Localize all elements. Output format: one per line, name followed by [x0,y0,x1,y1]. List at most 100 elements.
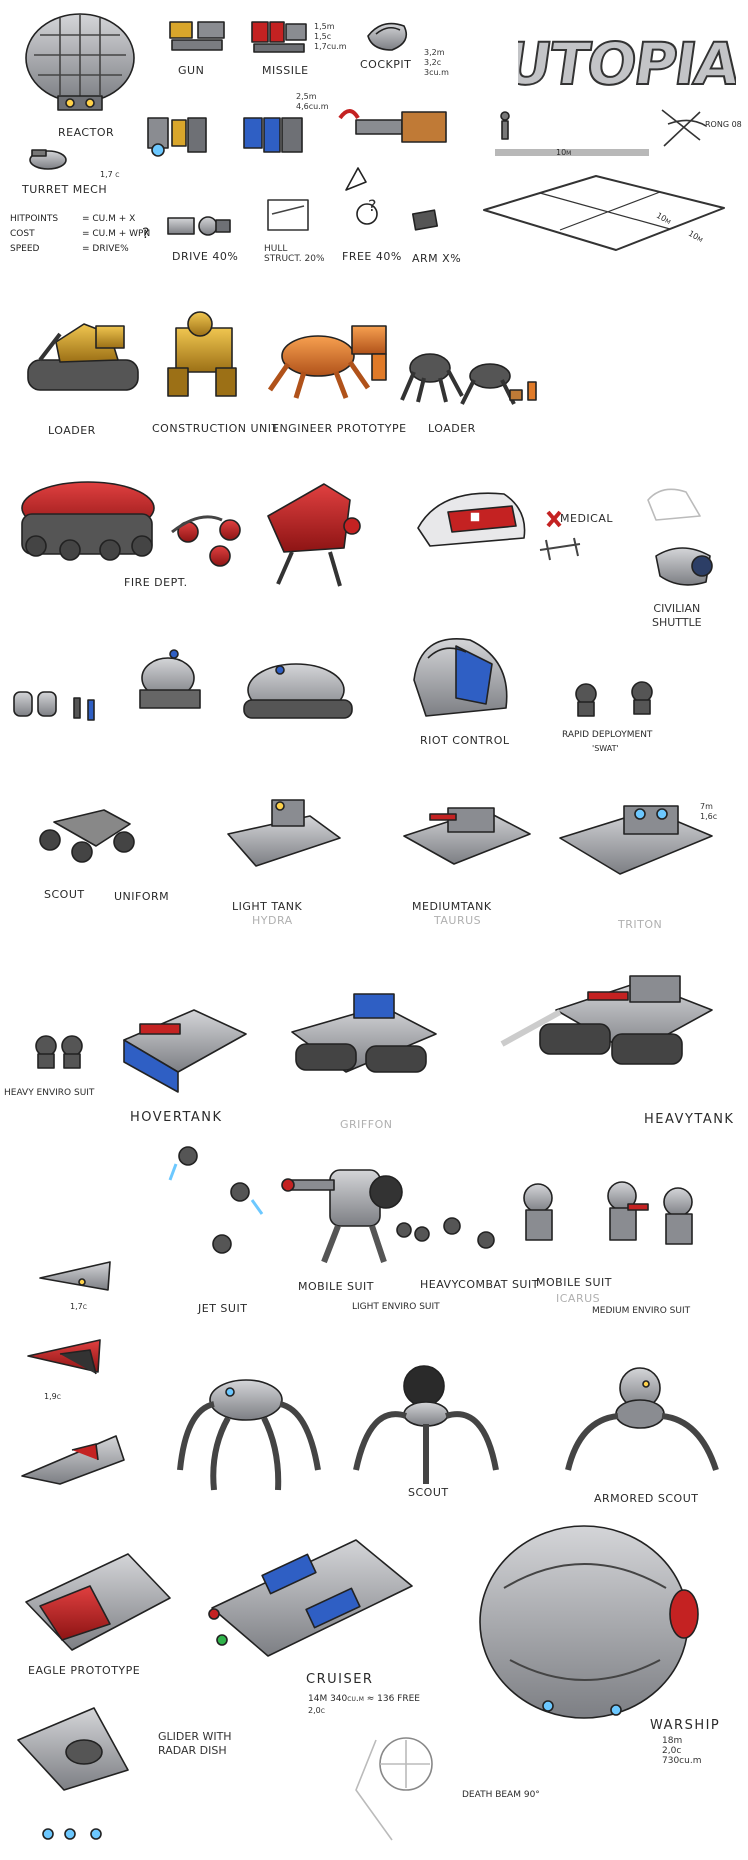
jet-suit-sprite [168,1146,264,1254]
label-hovertank: HOVERTANK [130,1110,223,1125]
civilian-shuttle-sprite [647,488,713,586]
label-scout-2: SCOUT [408,1486,449,1499]
label-light-enviro-suit: LIGHT ENVIRO SUIT [352,1302,440,1312]
label-scout-1: SCOUT [44,888,85,901]
swat-suits-sprite [575,681,653,717]
triton-tank-sprite [559,805,713,875]
ship-white-sprite [21,1435,125,1485]
label-cruiser: CRUISER [306,1672,374,1687]
medical-vehicle-sprite [417,492,526,547]
label-loader-2: LOADER [428,422,476,435]
heavy-tank-sprite [500,975,713,1065]
scout-walker-sprite [353,1365,499,1484]
engineer-prototype-sprite [267,325,387,399]
label-hydra: HYDRA [252,914,293,927]
label-mobile-suit-1: MOBILE SUIT [298,1280,375,1293]
label-drive: DRIVE 40% [172,250,239,263]
stat-row: SPEED= DRIVE% [10,244,129,254]
label-death-beam: DEATH BEAM 90° [462,1790,540,1800]
drive-sprite [167,216,231,236]
ship-red-sprite [27,1339,101,1375]
label-glider: GLIDER WITH RADAR DISH [158,1730,232,1757]
stretcher-sprite [539,537,581,561]
griffon-tank-sprite [291,993,437,1073]
utopia-logo: UTOPIA [518,29,736,99]
scout-buggy-sprite [39,809,135,863]
label-engineer-prototype: ENGINEER PROTOTYPE [272,422,407,435]
label-missile: MISSILE [262,64,309,77]
hull-sprite [267,199,309,231]
turret-cost: 1,7 c [100,170,120,179]
label-heavy-combat-suit: HEAVYCOMBAT SUIT [420,1278,539,1291]
mobile-suit-sprite [281,1169,403,1264]
pods-sprite [13,691,95,721]
label-medical: MEDICAL [560,512,613,525]
logo-text: UTOPIA [518,30,736,98]
label-heavy-tank: HEAVYTANK [644,1112,735,1127]
label-heavy-enviro-suit: HEAVY ENVIRO SUIT [4,1088,95,1098]
cockpit-note: 3,2m 3,2c 3cu.m [424,48,449,77]
fire-walker-sprite [267,483,361,587]
label-rapid-deployment: RAPID DEPLOYMENT [562,730,653,740]
scale-bar [495,149,649,156]
label-hull: HULL STRUCT. 20% [264,244,325,264]
label-riot-control: RIOT CONTROL [420,734,510,747]
ship-grey-sprite [39,1261,111,1291]
label-taurus: TAURUS [434,914,482,927]
hovertank-sprite [123,1009,247,1093]
label-light-tank: LIGHT TANK [232,900,303,913]
label-uniform: UNIFORM [114,890,170,903]
label-triton: TRITON [618,918,663,931]
label-eagle-prototype: EAGLE PROTOTYPE [28,1664,141,1677]
cruiser-note: 14M 340cu.m ≈ 136 FREE [308,1694,420,1704]
signature-label: RONG 08 [705,120,742,129]
ship-note-1: 1,7c [70,1302,87,1311]
label-mobile-suit-2: MOBILE SUIT [536,1276,613,1289]
loader-spider-sprite [400,353,537,405]
triton-note: 7m 1,6c [700,802,718,821]
stat-row: COST= CU.M + WPN [10,229,151,239]
hover-pod-sprite [243,663,353,719]
claw-part-sprite [338,109,447,143]
medical-icon [546,510,562,528]
missile-sprite [251,21,307,53]
death-beam-sprite [355,1737,433,1841]
missile-note: 1,5m 1,5c 1,7cu.m [314,22,347,51]
cockpit-sprite [367,22,408,51]
label-armored-scout: ARMORED SCOUT [594,1492,699,1505]
fire-drone-sprite [171,515,241,567]
perspective-grid [483,175,725,251]
gun-sprite [169,21,225,51]
stat-row: HITPOINTS= CU.M + X [10,214,136,224]
label-arm: ARM X% [412,252,462,265]
scale-figure [500,111,510,140]
ship-note-2: 1,9c [44,1392,61,1401]
label-cockpit: COCKPIT [360,58,412,71]
warship-note: 18m 2,0c 730cu.m [662,1736,702,1766]
tool-note: 2,5m 4,6cu.m [296,92,329,111]
stats-question: ? [142,226,150,242]
turret-mech-sprite [29,149,67,170]
cruiser-cost: 2,0c [308,1706,325,1715]
label-free: FREE 40% [342,250,402,263]
arrow-sprite [345,167,367,191]
signature-sprite [661,109,707,147]
label-medium-tank: MEDIUMTANK [412,900,492,913]
medium-tank-sprite [403,807,531,865]
label-jet-suit: JET SUIT [198,1302,248,1315]
label-loader-1: LOADER [48,424,96,437]
light-enviro-suits-sprite [396,1217,495,1249]
light-tank-sprite [227,799,341,867]
label-icarus: ICARUS [556,1292,601,1305]
free-sprite [356,203,378,225]
scale-label: 10m [556,148,572,157]
warship-sprite [479,1525,699,1719]
glider-sprite [17,1707,129,1840]
label-griffon: GRIFFON [340,1118,393,1131]
drive-part-sprite [147,117,207,157]
blue-part-sprite [243,117,303,153]
cruiser-sprite [208,1539,413,1657]
label-civilian-shuttle: CIVILIAN SHUTTLE [652,602,702,629]
